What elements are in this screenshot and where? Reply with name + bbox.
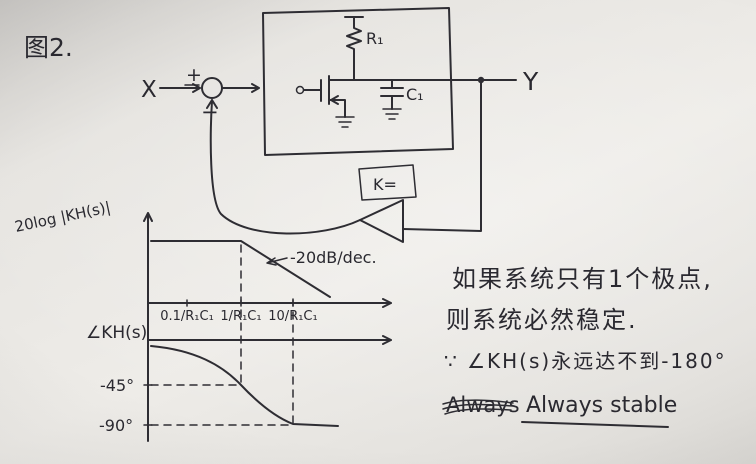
block-diagram: X + − R₁ (141, 7, 539, 243)
sum-to-block-arrow (222, 83, 260, 93)
ground-symbol-source (335, 116, 355, 128)
mosfet-input-terminal (295, 85, 305, 95)
slope-label: -20dB/dec. (290, 248, 377, 267)
feedback-wire-return (206, 99, 361, 235)
input-label: X (141, 77, 157, 103)
supply-symbol (344, 16, 364, 25)
resistor-r1 (346, 23, 362, 58)
phase-curve (150, 345, 339, 427)
bode-phase-plot: ∠KH(s) -45° -90° (86, 323, 392, 435)
capacitor-c1 (380, 79, 404, 110)
note-line-3: ∵ ∠KH(s)永远达不到-180° (444, 349, 727, 373)
phase-axis-label: ∠KH(s) (86, 323, 147, 343)
mosfet-source-wire (328, 95, 346, 118)
phase-tick-45: -45° (100, 376, 134, 395)
frequency-axis-magnitude (147, 298, 392, 308)
circuit-block-box (262, 7, 454, 156)
resistor-label: R₁ (366, 29, 384, 48)
note-line-1: 如果系统只有1个极点, (452, 265, 713, 293)
note-line-2: 则系统必然稳定. (446, 306, 638, 334)
sum-plus-sign: + (186, 64, 202, 86)
summing-junction (201, 77, 223, 99)
conclusion-text: Always stable (526, 393, 677, 418)
vertical-axis (143, 212, 153, 442)
slope-annotation-arrow (266, 257, 288, 266)
gain-box (358, 164, 417, 201)
gain-label: K= (373, 175, 397, 194)
magnitude-axis-label: 20log |KH(s)| (13, 198, 112, 236)
magnitude-curve (150, 240, 331, 298)
output-label: Y (522, 67, 539, 96)
mosfet-gate (303, 75, 330, 105)
output-node-dot (477, 76, 485, 84)
sum-minus-sign: − (201, 100, 219, 124)
freq-tick-0: 0.1/R₁C₁ (160, 309, 214, 324)
phase-tick-90: -90° (99, 416, 133, 435)
feedback-wire-right (402, 82, 482, 232)
handwritten-notes: 如果系统只有1个极点, 则系统必然稳定. ∵ ∠KH(s)永远达不到-180° … (442, 265, 727, 428)
feedback-amp-triangle (359, 199, 404, 243)
bode-magnitude-plot: 20log |KH(s)| -20dB/dec. 0.1/R₁C₁ 1/R₁C₁… (13, 198, 392, 442)
frequency-axis-phase (147, 335, 392, 345)
conclusion-underline (521, 421, 669, 428)
ground-symbol-cap (382, 108, 402, 120)
capacitor-label: C₁ (406, 85, 424, 104)
scribble-strikethrough (442, 399, 514, 415)
figure-label: 图2. (24, 33, 73, 62)
